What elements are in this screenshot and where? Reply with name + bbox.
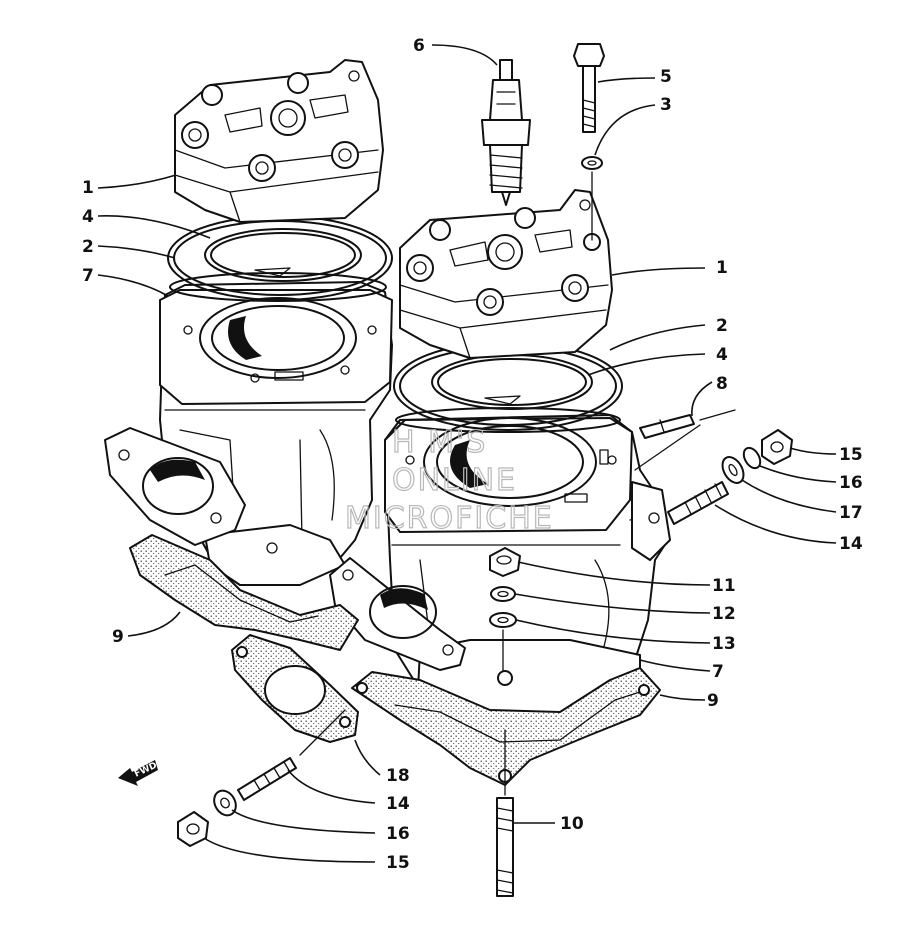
callout-18: 18: [386, 766, 410, 786]
callout-15-left: 15: [386, 853, 410, 873]
left-gasket-7: [169, 272, 387, 302]
callout-4-left: 4: [82, 207, 94, 227]
washer-16-left: [213, 789, 237, 817]
callout-8: 8: [716, 374, 728, 394]
callout-6: 6: [413, 36, 425, 56]
callout-7-right: 7: [712, 662, 724, 682]
left-exhaust-gasket-9: [129, 534, 359, 651]
callout-1-left: 1: [82, 178, 94, 198]
callout-10: 10: [560, 814, 584, 834]
callout-1-right: 1: [716, 258, 728, 278]
callout-16-left: 16: [386, 824, 410, 844]
callout-13: 13: [712, 634, 736, 654]
watermark-line-2: ONLINE: [392, 463, 517, 498]
callout-2-left: 2: [82, 237, 94, 257]
washer-17: [721, 456, 745, 484]
callout-17: 17: [839, 503, 863, 523]
right-cylinder-head: [399, 189, 613, 359]
left-cylinder-head: [174, 59, 384, 223]
spark-plug: [481, 59, 531, 206]
stud-10: [496, 729, 514, 897]
nut-11: [489, 547, 521, 577]
washer-13: [489, 612, 517, 628]
callout-5: 5: [660, 67, 672, 87]
callout-2-right: 2: [716, 316, 728, 336]
watermark: H M'S ONLINE MICROFICHE: [344, 424, 554, 536]
callout-7-left: 7: [82, 266, 94, 286]
callout-9-left: 9: [112, 627, 124, 647]
callout-9-right: 9: [707, 691, 719, 711]
dowel-pin: [634, 409, 736, 471]
washer-3: [581, 156, 603, 170]
nut-15-left: [177, 811, 209, 847]
callout-15-right: 15: [839, 445, 863, 465]
callout-labels: 1 4 2 7 6 5 3 1 2 4 8 15 16 17 14 11 12 …: [82, 36, 863, 873]
watermark-line-1: H M'S: [392, 425, 487, 460]
right-cylinder: [329, 414, 671, 713]
callout-12: 12: [712, 604, 736, 624]
callout-11: 11: [712, 576, 736, 596]
callout-3: 3: [660, 95, 672, 115]
watermark-line-3: MICROFICHE: [345, 501, 554, 536]
head-bolt: [573, 43, 605, 133]
callout-16-right: 16: [839, 473, 863, 493]
stud-left: [237, 709, 346, 801]
callout-14-left: 14: [386, 794, 410, 814]
leader-lines: [97, 44, 837, 863]
lockwasher-16: [742, 446, 762, 470]
right-exhaust-gasket-9: [351, 667, 661, 786]
callout-4-right: 4: [716, 345, 728, 365]
callout-14-right: 14: [839, 534, 863, 554]
washer-12: [490, 586, 516, 602]
forward-direction-arrow: FWD: [118, 760, 159, 786]
stud-right: [667, 481, 729, 525]
fwd-label: FWD: [133, 761, 159, 780]
nut-15: [761, 429, 793, 465]
left-cylinder: [104, 281, 393, 586]
